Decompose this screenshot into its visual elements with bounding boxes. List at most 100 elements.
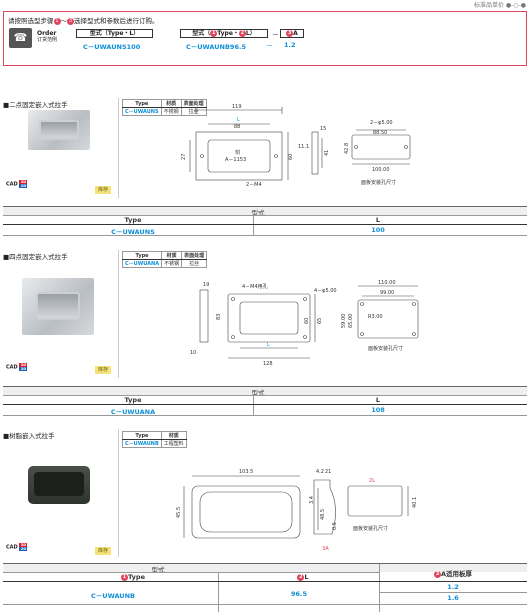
order-dash-2: － — [266, 42, 273, 50]
product-photo-2 — [22, 278, 94, 335]
dim-41: 41 — [324, 150, 330, 156]
dim-60b: 60 — [304, 318, 310, 324]
step-start-badge: 1 — [53, 17, 61, 25]
dim-a-marker: 3A — [322, 546, 329, 552]
box2-label-c: L） — [245, 30, 256, 37]
material-table-2: Type 材质 表面处理 C－UWUANA 不锈钢 拉丝 — [121, 251, 208, 268]
dim-48-5: 48.5 — [320, 509, 326, 520]
col-type-1: Type — [124, 216, 142, 224]
dim-88-50: 88.50 — [373, 130, 387, 136]
section-1-divider — [118, 98, 119, 198]
material-table-3: Type 材质 C－UWAUNB 工程塑料 — [122, 431, 187, 448]
order-example-1: C－UWAUNS100 — [83, 43, 141, 51]
spec-title-3: 型式 — [151, 566, 165, 574]
box3-badge: 3 — [286, 30, 294, 37]
dim-40-1: 40.1 — [412, 497, 418, 508]
mat-header: Type — [122, 99, 162, 108]
col2-badge: 2 — [297, 573, 305, 581]
section-2-divider — [118, 250, 119, 378]
row-l-2: 108 — [371, 406, 385, 414]
dim-21: 21 — [325, 469, 331, 475]
order-label-cn: 订货范例 — [37, 37, 58, 43]
section-1-title: ■二点固定嵌入式拉手 — [3, 101, 68, 109]
dim-L2: L — [267, 342, 270, 348]
dim-45-5: 45.5 — [176, 507, 182, 518]
row-l-3: 96.5 — [290, 590, 308, 598]
tilde-text: ～ — [60, 17, 68, 25]
mat-header: 材质 — [160, 99, 182, 108]
dim-r3: R3.00 — [368, 314, 383, 320]
order-icon-label: Order 订货范例 — [37, 30, 57, 44]
mat-type: C－UWAUNB — [122, 439, 162, 448]
box2-badge-2: 2 — [238, 30, 246, 37]
dim-m4: 2－M4 — [246, 182, 262, 188]
row-l-1: 100 — [371, 226, 385, 234]
mat-type: C－UWAUNS — [122, 107, 162, 116]
mat-header: 材质 — [160, 431, 187, 440]
product-photo-1 — [28, 110, 90, 150]
order-example-2: C－UWAUNB96.5 — [186, 43, 246, 51]
dim-3-4: 3.4 — [309, 496, 315, 504]
cad-text: CAD — [6, 181, 18, 188]
part-number: A－1153 — [225, 157, 246, 163]
col3-badge: 3 — [433, 570, 441, 578]
row-a-2: 1.6 — [447, 594, 459, 602]
mark-label: 刻 — [235, 149, 240, 156]
stock-badge-3: 库存 — [95, 547, 111, 555]
dim-103-5: 103.5 — [239, 469, 253, 475]
product-photo-3 — [28, 466, 90, 504]
cad-text: CAD — [6, 544, 18, 551]
box3-label: A — [293, 30, 298, 37]
mat-header: 表面处理 — [181, 251, 208, 260]
dim-19: 19 — [203, 282, 209, 288]
cad-3d: 3D — [19, 543, 28, 547]
col3-label: A适用板厚 — [440, 570, 473, 578]
cad-2d: 2D — [19, 184, 28, 188]
row-type-3: C－UWAUNB — [91, 592, 135, 600]
dim-0-5: 0.5 — [332, 522, 338, 530]
spec-table-2: 型式 Type L C－UWUANA 108 — [3, 386, 527, 416]
dim-l-marker: 2L — [369, 478, 375, 484]
mat-header: Type — [121, 251, 163, 260]
mat-finish: 拉丝 — [180, 107, 207, 116]
box2-label-b: Type・ — [217, 30, 239, 37]
box2-badge-1: 1 — [210, 30, 218, 37]
cutout-caption-2: 面板安装孔尺寸 — [368, 345, 403, 352]
col1-label: Type — [128, 573, 145, 581]
mat-material: 不锈钢 — [160, 107, 182, 116]
dim-10: 10 — [190, 350, 196, 356]
dim-27: 27 — [181, 154, 187, 160]
mat-header: Type — [122, 431, 162, 440]
dim-15: 15 — [320, 126, 326, 132]
top-note: 标准品单价 ●-○-● — [474, 2, 526, 9]
stock-badge-1: 库存 — [95, 186, 111, 194]
spec-title-2: 型式 — [251, 389, 265, 397]
col-l-1: L — [375, 216, 381, 224]
order-example-3: 1.2 — [284, 41, 296, 49]
material-table-1: Type 材质 表面处理 C－UWAUNS 不锈钢 拉丝 — [122, 99, 207, 116]
mat-header: 材质 — [161, 251, 183, 260]
col-type-2: Type — [124, 396, 142, 404]
dim-119: 119 — [232, 104, 242, 110]
section-3-title: ■树脂嵌入式拉手 — [3, 432, 55, 440]
dim-holes: 2－φ5.00 — [370, 120, 393, 126]
dim-11-1: 11.1 — [298, 144, 309, 150]
dim-4-holes: 4－φ5.00 — [314, 288, 337, 294]
order-label-en: Order — [37, 30, 57, 37]
row-type-2: C－UWUANA — [110, 408, 156, 416]
dim-128: 128 — [263, 361, 273, 367]
dim-65: 65 — [317, 318, 323, 324]
col2-label: L — [304, 573, 309, 581]
section-2-title: ■四点固定嵌入式拉手 — [3, 253, 68, 261]
drawing-1: 119 L 88 刻 A－1153 27 60 2－M4 15 11.1 41 … — [181, 104, 411, 188]
drawing-3: 103.5 45.5 4.2 21 3.4 48.5 0.5 3A 2L 40.… — [176, 469, 418, 552]
dim-88: 88 — [234, 124, 240, 130]
